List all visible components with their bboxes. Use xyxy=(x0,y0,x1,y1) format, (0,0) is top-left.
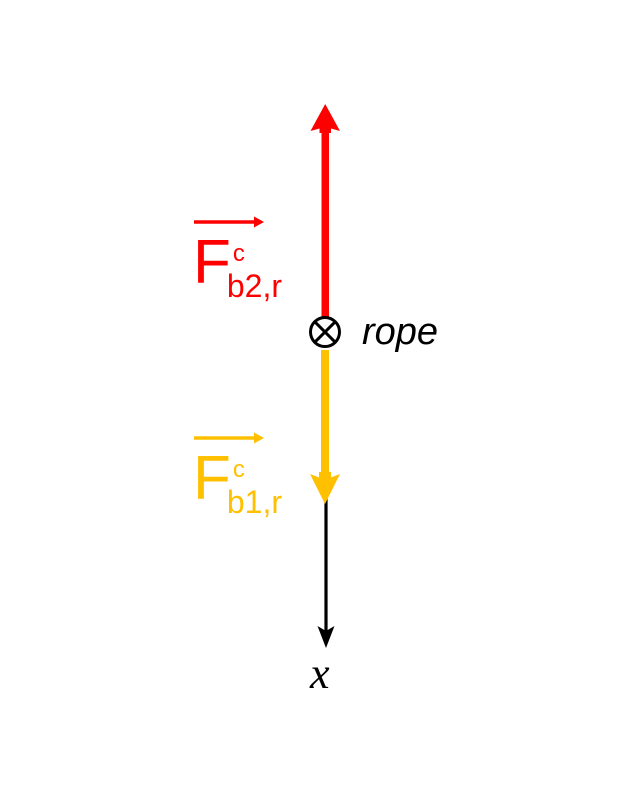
force-b1r-overbar-head xyxy=(254,432,264,444)
force-b2r-label: Fcb2,r xyxy=(193,232,298,303)
force-b2r-shaft xyxy=(321,128,329,318)
force-b1r-symbol: F xyxy=(193,444,231,513)
force-b2r-superscript: c xyxy=(232,239,245,267)
rope-node-marker xyxy=(309,316,341,348)
force-b1r-arrowhead xyxy=(310,472,340,504)
rope-node-x-stroke-2 xyxy=(314,321,336,343)
force-b1r-label-overbar-icon xyxy=(194,432,264,444)
force-b1r-subscript: b1,r xyxy=(226,484,283,520)
force-b1r-shaft xyxy=(321,350,329,478)
force-b2r-symbol: F xyxy=(193,228,231,297)
force-b2r-subscript: b2,r xyxy=(226,268,283,304)
force-vector-b2r xyxy=(310,104,340,318)
rope-node-label: rope xyxy=(362,311,439,353)
force-b1r-superscript: c xyxy=(232,455,245,483)
force-b2r-label-overbar-icon xyxy=(194,216,264,228)
force-b2r-overbar-head xyxy=(254,216,264,228)
force-b2r-arrowhead xyxy=(310,104,340,133)
x-axis-arrowhead xyxy=(317,626,335,648)
force-vector-b1r xyxy=(310,350,340,504)
force-b1r-label: Fcb1,r xyxy=(193,448,298,519)
x-axis-label: x xyxy=(310,649,330,698)
